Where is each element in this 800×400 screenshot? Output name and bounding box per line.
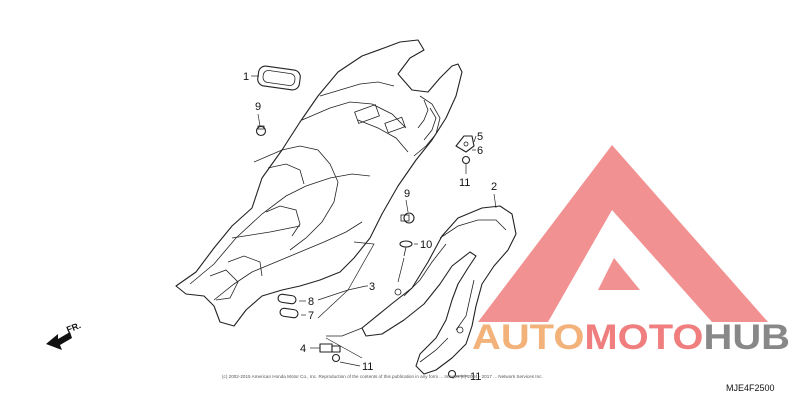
forward-arrow-icon xyxy=(46,332,72,350)
watermark-part-moto: MOTO xyxy=(584,318,703,357)
callout-10: 10 xyxy=(420,239,432,251)
watermark-triangle-core xyxy=(598,258,640,290)
callout-4: 4 xyxy=(300,343,306,355)
diagram-code: MJE4F2500 xyxy=(726,383,775,393)
part-bolt-right xyxy=(400,212,415,224)
part-plug-8 xyxy=(277,293,297,305)
part-clip xyxy=(455,135,475,153)
watermark-part-auto: AUTO xyxy=(472,318,584,357)
copyright-text: (c) 2002-2015 American Honda Motor Co., … xyxy=(222,374,543,379)
callout-2: 2 xyxy=(491,181,497,193)
part-clip-4 xyxy=(319,343,341,353)
part-splash-guard xyxy=(361,205,517,375)
callout-3: 3 xyxy=(369,281,375,293)
part-rear-fender xyxy=(175,39,463,327)
callout-7: 7 xyxy=(308,310,314,322)
callout-9-upper: 9 xyxy=(255,101,261,113)
watermark-logo xyxy=(478,145,768,322)
part-plug-7 xyxy=(279,307,299,319)
callout-11-right: 11 xyxy=(470,371,481,383)
part-bolt-upper xyxy=(255,125,267,137)
callout-5: 5 xyxy=(477,131,483,143)
part-nut-11-right xyxy=(447,369,457,379)
direction-label: FR. xyxy=(65,320,82,335)
callout-8: 8 xyxy=(308,296,314,308)
callout-1: 1 xyxy=(243,71,249,83)
part-nut-small xyxy=(461,155,471,165)
part-nut-11-lower xyxy=(331,353,341,363)
part-grommet xyxy=(257,65,301,91)
watermark-part-hub: HUB xyxy=(703,318,790,357)
direction-indicator: FR. xyxy=(46,320,82,350)
part-screw-10 xyxy=(399,240,413,257)
callout-9-right: 9 xyxy=(404,188,410,200)
callout-11-lower: 11 xyxy=(362,361,373,373)
callout-6: 6 xyxy=(477,145,483,157)
watermark-triangle-outer xyxy=(478,145,768,322)
callout-11-upper: 11 xyxy=(459,177,470,189)
